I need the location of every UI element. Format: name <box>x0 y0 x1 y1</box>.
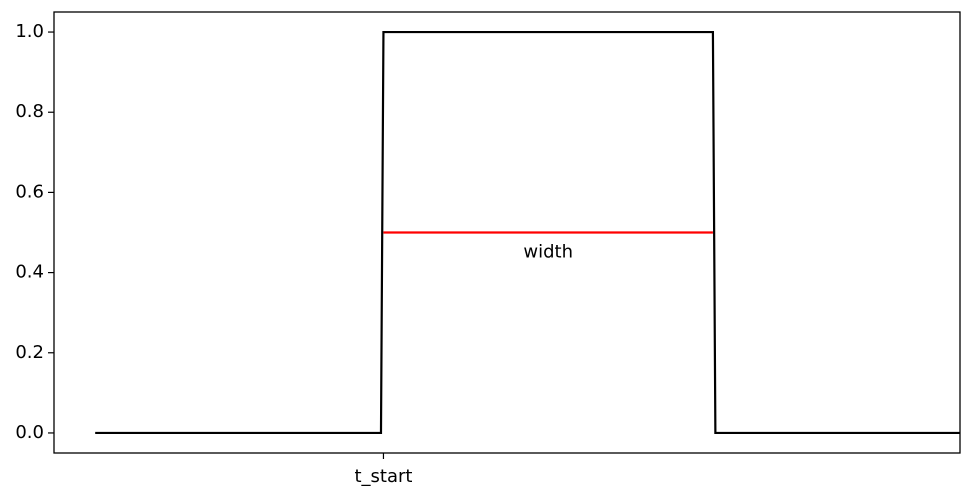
y-tick-label: 0.8 <box>15 101 44 122</box>
x-tick-label: t_start <box>354 466 412 487</box>
y-tick-label: 0.0 <box>15 422 44 443</box>
annotation-label: width <box>523 242 573 263</box>
plot-layer <box>95 30 960 435</box>
annotation-layer: width <box>383 231 713 263</box>
y-tick-label: 0.2 <box>15 342 44 363</box>
y-tick-label: 0.4 <box>15 262 44 283</box>
series-line-0 <box>95 30 960 435</box>
y-tick-label: 0.6 <box>15 181 44 202</box>
y-tick-label: 1.0 <box>15 21 44 42</box>
axes-layer: 0.0 0.2 0.4 0.6 0.8 1.0 t_start <box>15 11 961 487</box>
axes-frame <box>53 11 961 454</box>
